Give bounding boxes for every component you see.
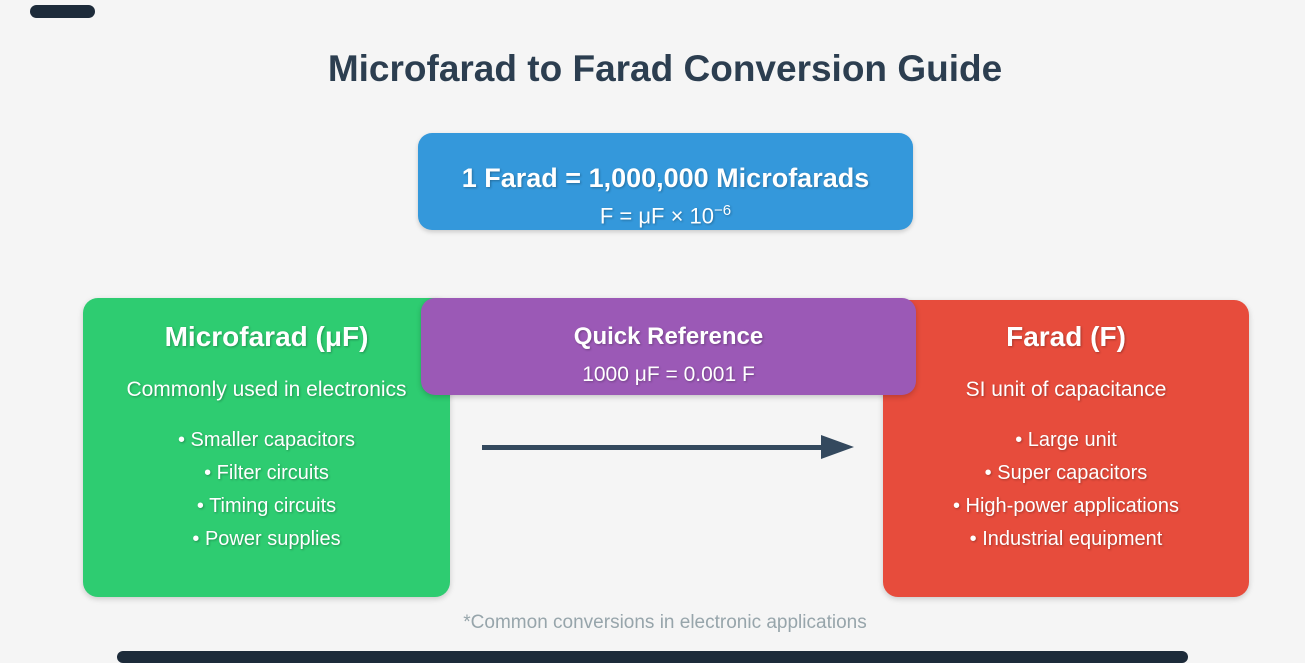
list-item: • Large unit [1015, 429, 1117, 451]
formula-sub-base: F = μF × 10 [599, 203, 715, 229]
farad-card-list: • Large unit • Super capacitors • High-p… [883, 424, 1249, 556]
quick-reference-conversion: 1000 μF = 0.001 F [582, 363, 755, 386]
formula-box: 1 Farad = 1,000,000 Microfarads F = μF ×… [418, 133, 913, 230]
formula-sub-exponent: −6 [714, 202, 732, 219]
farad-card: Farad (F) SI unit of capacitance • Large… [883, 300, 1249, 597]
list-item: • Super capacitors [984, 462, 1148, 484]
list-item: • Power supplies [192, 528, 341, 550]
decorative-bar-bottom [117, 651, 1188, 663]
footnote: *Common conversions in electronic applic… [463, 612, 867, 633]
microfarad-card-title: Microfarad (μF) [164, 321, 369, 352]
formula-main-text: 1 Farad = 1,000,000 Microfarads [461, 163, 870, 193]
microfarad-card-subtitle: Commonly used in electronics [126, 378, 407, 401]
microfarad-card: Microfarad (μF) Commonly used in electro… [83, 298, 450, 597]
farad-card-title: Farad (F) [1006, 321, 1126, 352]
list-item: • Timing circuits [196, 495, 337, 517]
quick-reference-card: Quick Reference 1000 μF = 0.001 F [421, 298, 916, 395]
farad-card-subtitle: SI unit of capacitance [965, 378, 1167, 401]
list-item: • Filter circuits [204, 462, 329, 484]
list-item: • Smaller capacitors [177, 429, 356, 451]
arrow-line [482, 445, 821, 450]
formula-sub-text: F = μF × 10−6 [600, 197, 731, 230]
page-title: Microfarad to Farad Conversion Guide [327, 48, 1003, 89]
list-item: • High-power applications [952, 495, 1179, 517]
list-item: • Industrial equipment [969, 528, 1163, 550]
decorative-bar-top [30, 5, 95, 18]
arrow-head [821, 435, 854, 459]
right-arrow-icon [482, 433, 855, 461]
microfarad-card-list: • Smaller capacitors • Filter circuits •… [83, 424, 450, 556]
quick-reference-title: Quick Reference [573, 323, 764, 350]
